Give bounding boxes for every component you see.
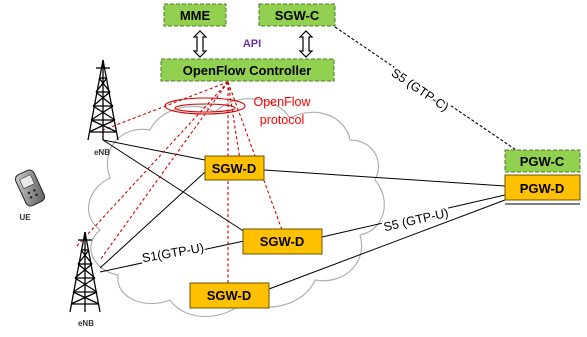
api-arrow-sgwc	[298, 30, 314, 58]
link-sgwc-pgwc	[334, 26, 523, 155]
sgw-c-label: SGW-C	[275, 8, 320, 23]
sgw-d-box-2[interactable]	[242, 228, 323, 255]
ue-label: UE	[19, 213, 31, 222]
link-sgwd1-pgwd	[263, 169, 506, 187]
enb-top-label: eNB	[94, 148, 110, 157]
pgw-d-label: PGW-D	[520, 181, 565, 196]
enb-bottom-label: eNB	[78, 319, 94, 328]
pgw-d-box[interactable]	[504, 174, 581, 201]
link-enb-top-sgwd1	[102, 139, 206, 161]
sgw-d-box-3[interactable]	[189, 282, 270, 309]
mme-box[interactable]	[163, 3, 227, 27]
link-enb-bottom-sgwd1	[99, 171, 206, 269]
openflow-ellipse-outer	[164, 97, 246, 115]
sgw-c-box[interactable]	[258, 3, 336, 27]
enb-tower-bottom-icon	[69, 231, 101, 313]
link-sgwd3-pgwd	[268, 199, 506, 290]
ue-phone-icon	[14, 169, 46, 207]
sgw-d-label-2: SGW-D	[260, 234, 305, 249]
sgw-d-box-1[interactable]	[204, 155, 265, 181]
openflow-controller-label: OpenFlow Controller	[183, 63, 312, 78]
api-label: API	[243, 38, 261, 50]
openflow-protocol-line2: protocol	[260, 113, 304, 127]
openflow-ellipse-inner	[174, 103, 236, 113]
sgw-d-label-1: SGW-D	[212, 161, 257, 176]
enb-tower-top-icon	[87, 59, 119, 141]
link-enb-top-sgwd2	[102, 139, 246, 233]
sgw-d-label-3: SGW-D	[207, 288, 252, 303]
pgw-c-box[interactable]	[504, 149, 581, 173]
pgw-c-label: PGW-C	[520, 154, 565, 169]
openflow-controller-box[interactable]	[160, 58, 335, 82]
api-arrow-mme	[192, 30, 208, 58]
s5-gtpu-label: S5 (GTP-U)	[382, 206, 449, 234]
s5-gtpc-label: S5 (GTP-C)	[389, 66, 452, 115]
mme-label: MME	[180, 8, 211, 23]
openflow-protocol-line1: OpenFlow	[254, 95, 312, 109]
